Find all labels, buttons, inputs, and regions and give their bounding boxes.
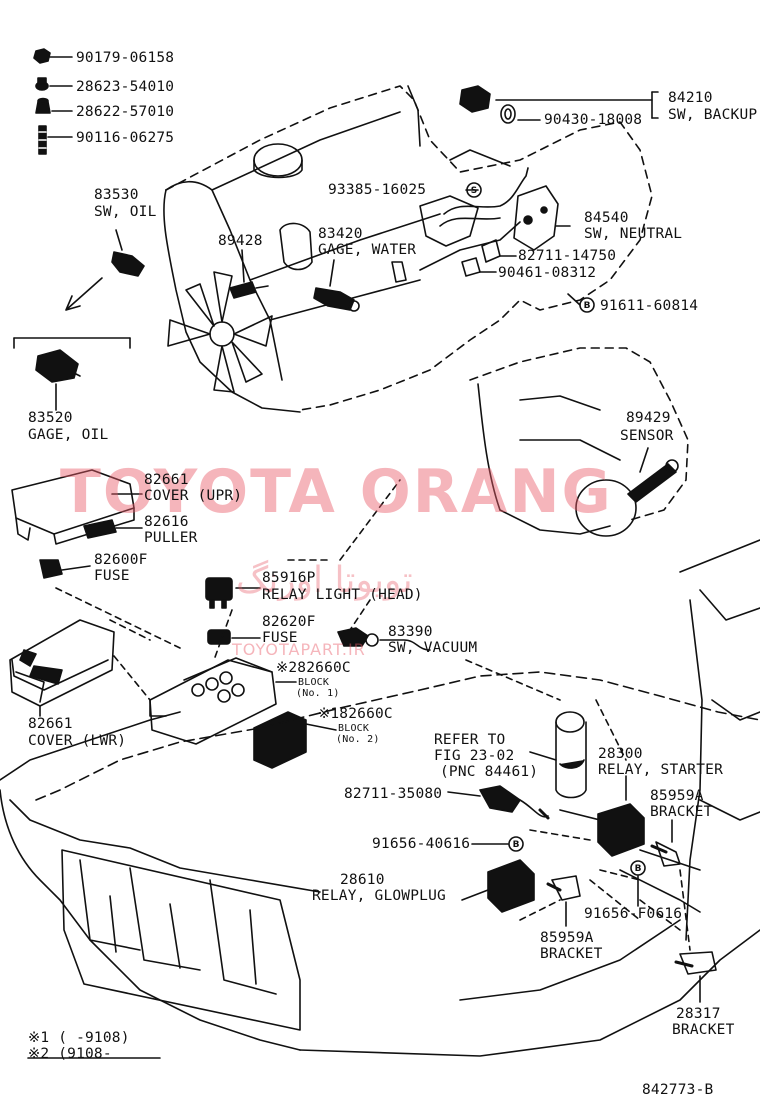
label-90179: 90179-06158 xyxy=(76,50,175,66)
label-refer-1: REFER TO xyxy=(434,732,506,748)
label-83520-name: GAGE, OIL xyxy=(28,427,109,443)
label-85959a-right-num: 85959A xyxy=(650,788,704,804)
relay-block-no2-icon xyxy=(253,711,307,769)
bracket-85959a-center-icon xyxy=(546,875,581,901)
fan-icon xyxy=(167,271,273,393)
label-82600-name: FUSE xyxy=(94,568,130,584)
label-28622: 28622-57010 xyxy=(76,104,175,120)
label-85959a-right-name: BRACKET xyxy=(650,804,713,820)
grommet-icon xyxy=(35,77,49,91)
label-89429-num: 89429 xyxy=(626,410,671,426)
label-28317-num: 28317 xyxy=(676,1006,721,1022)
label-85959a-center-name: BRACKET xyxy=(540,946,603,962)
label-82660-no1-sub1: BLOCK xyxy=(298,677,330,688)
bracket-85959a-right-icon xyxy=(650,841,681,867)
watermark-text: TOYOTA ORANG xyxy=(60,457,613,527)
watermark-persian: تویوتا اورنگ xyxy=(236,560,413,601)
label-83530-name: SW, OIL xyxy=(94,204,157,220)
label-82620-num: 82620F xyxy=(262,614,316,630)
wire-harness-icon xyxy=(479,785,550,820)
water-temp-sensor-icon xyxy=(229,281,269,299)
footnote-2: ※2 (9108- xyxy=(28,1046,112,1062)
label-28317-name: BRACKET xyxy=(672,1022,735,1038)
label-82616-name: PULLER xyxy=(144,530,198,546)
connector-icon xyxy=(555,711,587,799)
label-82661-upr-num: 82661 xyxy=(144,472,189,488)
label-93385: 93385-16025 xyxy=(328,182,427,198)
label-refer-2: FIG 23-02 xyxy=(434,748,515,764)
relay-block-no1-icon xyxy=(149,657,277,745)
label-90430: 90430-18008 xyxy=(544,112,643,128)
label-90461: 90461-08312 xyxy=(498,265,597,281)
marker-b-2: B xyxy=(513,840,520,850)
label-83520-num: 83520 xyxy=(28,410,73,426)
fuse-puller-icon xyxy=(83,519,117,539)
label-85916-num: 85916P xyxy=(262,570,316,586)
nut-icon xyxy=(33,48,51,64)
label-82661-lwr-name: COVER (LWR) xyxy=(28,733,127,749)
label-91656-f0616: 91656-F0616 xyxy=(584,906,683,922)
label-83420-name: GAGE, WATER xyxy=(318,242,417,258)
marker-b-3: B xyxy=(635,864,642,874)
label-82660-no1-sub2: (No. 1) xyxy=(296,688,340,699)
label-84210-name: SW, BACKUP xyxy=(668,107,758,123)
label-82660-no2-sub1: BLOCK xyxy=(338,723,370,734)
label-91656-40616: 91656-40616 xyxy=(372,836,471,852)
label-84540-name: SW, NEUTRAL xyxy=(584,226,683,242)
label-83530-num: 83530 xyxy=(94,187,139,203)
label-28610-num: 28610 xyxy=(340,872,385,888)
label-82660-no2-num: ※182660C xyxy=(318,706,393,722)
label-82711-35080: 82711-35080 xyxy=(344,786,443,802)
water-gage-sensor-icon xyxy=(313,287,360,312)
label-84540-num: 84540 xyxy=(584,210,629,226)
figure-code: 842773-B xyxy=(642,1082,714,1098)
watermark-site: TOYOTAPART.IR xyxy=(232,640,366,659)
marker-b-1: B xyxy=(584,301,591,311)
label-85916-name: RELAY LIGHT (HEAD) xyxy=(262,587,423,603)
marker-s: S xyxy=(471,186,477,196)
label-89429-name: SENSOR xyxy=(620,428,674,444)
label-82600-num: 82600F xyxy=(94,552,148,568)
headlight-relay-icon xyxy=(205,577,233,609)
label-83420-num: 83420 xyxy=(318,226,363,242)
label-83390-num: 83390 xyxy=(388,624,433,640)
stud-bolt-icon xyxy=(38,125,47,155)
bracket-28317-icon xyxy=(674,951,717,975)
label-28623: 28623-54010 xyxy=(76,79,175,95)
fuse-icon xyxy=(39,559,63,579)
label-28300-name: RELAY, STARTER xyxy=(598,762,724,778)
label-83390-name: SW, VACUUM xyxy=(388,640,478,656)
label-84210-num: 84210 xyxy=(668,90,713,106)
label-85959a-center-num: 85959A xyxy=(540,930,594,946)
label-82660-no2-sub2: (No. 2) xyxy=(336,734,380,745)
label-82620-name: FUSE xyxy=(262,630,298,646)
speed-sensor-icon xyxy=(627,459,679,503)
footnote-1: ※1 ( -9108) xyxy=(28,1030,130,1046)
label-89428: 89428 xyxy=(218,233,263,249)
starter-relay-icon xyxy=(597,803,645,857)
backup-switch-icon xyxy=(459,85,516,124)
label-82661-upr-name: COVER (UPR) xyxy=(144,488,243,504)
label-91611: 91611-60814 xyxy=(600,298,699,314)
label-28610-name: RELAY, GLOWPLUG xyxy=(312,888,446,904)
label-82661-lwr-num: 82661 xyxy=(28,716,73,732)
glowplug-relay-icon xyxy=(487,859,535,913)
oil-switch-icon xyxy=(111,251,145,277)
cushion-icon xyxy=(35,97,51,114)
label-82660-no1-num: ※282660C xyxy=(276,660,351,676)
neutral-switch-icon xyxy=(513,185,559,251)
vacuum-switch-icon xyxy=(337,627,379,647)
label-28300-num: 28300 xyxy=(598,746,643,762)
label-refer-3: (PNC 84461) xyxy=(440,764,539,780)
label-82711-14750: 82711-14750 xyxy=(518,248,617,264)
fuse-82620-icon xyxy=(207,629,231,645)
label-90116: 90116-06275 xyxy=(76,130,175,146)
label-82616-num: 82616 xyxy=(144,514,189,530)
fuse-box-cover-lower-icon xyxy=(9,619,115,707)
oil-gage-icon xyxy=(35,349,81,383)
